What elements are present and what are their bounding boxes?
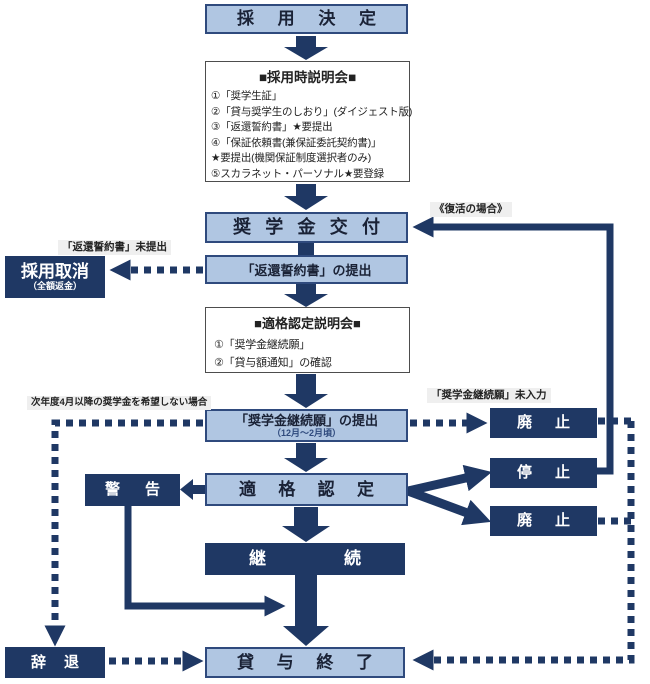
arrow-keizoku-to-taiyoshuryo	[283, 575, 329, 646]
arrow-tekikaku-to-haishi2	[406, 486, 492, 526]
arrow-tekikaku-to-keikoku	[180, 479, 206, 500]
box-saiyo-kettei-label: 採用決定	[237, 9, 376, 28]
box-shogakukin-kofu: 奨学金交付	[205, 212, 408, 243]
box-saiyo-torikeshi-sub: （全額返金）	[27, 281, 82, 291]
box-keizoku-label: 継続	[249, 549, 361, 568]
box-tekikaku-nintei: 適格認定	[205, 473, 408, 506]
box-taiyo-shuryo-label: 貸与終了	[237, 653, 373, 672]
setsumeikai1-item: ④「保証依頼書(兼保証委託契約書)」	[211, 136, 382, 149]
box-saiyo-kettei: 採用決定	[205, 4, 408, 34]
setsumeikai1-item: ★要提出(機関保証制度選択者のみ)	[211, 152, 372, 164]
box-shogakukin-kofu-label: 奨学金交付	[233, 217, 380, 237]
arrow-kettei-to-setsumeikai1	[284, 36, 328, 60]
setsumeikai2-item: ②「貸与額通知」の確認	[214, 357, 332, 369]
box-keizokugan-teishutsu-label: 「奨学金継続願」の提出	[234, 412, 378, 428]
box-seiyakusho-teishutsu-label: 「返還誓約書」の提出	[241, 263, 372, 278]
box-jitai: 辞退	[5, 647, 105, 678]
arrow-tekikaku-to-keizoku	[282, 507, 330, 542]
connector-kofu-to-seiyakusho	[298, 243, 314, 256]
box-taiyo-shuryo: 貸与終了	[205, 647, 405, 678]
box-haishi-2-label: 廃止	[517, 512, 570, 529]
setsumeikai1-item: ①「奨学生証」	[211, 90, 283, 102]
box-keikoku-label: 警告	[105, 481, 160, 498]
label-jinendo-kibou-shinai: 次年度4月以降の奨学金を希望しない場合	[27, 396, 212, 410]
setsumeikai1-item: ⑤スカラネット・パーソナル★要登録	[211, 167, 384, 180]
arrow-keizokugan-to-tekikaku	[284, 443, 328, 472]
box-keizokugan-teishutsu-sub: （12月～2月頃）	[271, 427, 342, 438]
label-fukkatsu-no-baai: 《復活の場合》	[430, 202, 512, 218]
box-haishi-1: 廃止	[490, 408, 597, 438]
setsumeikai2-item: ①「奨学金継続願」	[214, 339, 311, 351]
box-haishi-2: 廃止	[490, 506, 597, 536]
setsumeikai1-item: ②「貸与奨学生のしおり」(ダイジェスト版)	[211, 105, 413, 118]
box-keizoku: 継続	[205, 543, 405, 575]
arrow-setsumeikai1-to-kofu	[284, 184, 328, 210]
box-saiyo-torikeshi: 採用取消 （全額返金）	[5, 256, 105, 298]
box-saiyoji-setsumeikai: ■採用時説明会■ ①「奨学生証」 ②「貸与奨学生のしおり」(ダイジェスト版) ③…	[205, 61, 413, 182]
box-tekikaku-nintei-label: 適格認定	[239, 480, 374, 499]
dotted-right-rail-to-taiyoshuryo	[412, 421, 635, 671]
box-tekikaku-setsumeikai: ■適格認定説明会■ ①「奨学金継続願」 ②「貸与額通知」の確認	[205, 307, 410, 373]
dotted-left-rail-to-jitai	[44, 419, 203, 647]
box-jitai-label: 辞退	[31, 654, 79, 671]
box-keikoku: 警告	[85, 474, 180, 506]
box-haishi-1-label: 廃止	[517, 414, 570, 431]
arrow-teishi-to-kofu-revival	[412, 216, 614, 475]
box-seiyakusho-teishutsu: 「返還誓約書」の提出	[205, 255, 408, 284]
box-keizokugan-teishutsu: 「奨学金継続願」の提出 （12月～2月頃）	[205, 409, 408, 442]
setsumeikai1-title: ■採用時説明会■	[258, 70, 357, 85]
arrow-setsumeikai2-to-keizokugan	[284, 374, 328, 408]
setsumeikai2-title: ■適格認定説明会■	[254, 316, 361, 331]
arrow-seiyakusho-to-setsumeikai2	[284, 284, 328, 307]
label-seiyakusho-miteishutsu: 「返還誓約書」未提出	[58, 240, 171, 256]
box-teishi: 停止	[490, 458, 597, 488]
arrow-keikoku-to-merge	[124, 506, 286, 617]
arrow-tekikaku-to-teishi	[407, 464, 492, 496]
box-saiyo-torikeshi-label: 採用取消	[21, 262, 89, 281]
label-keizokugan-minyuryoku: 「奨学金継続願」未入力	[427, 388, 551, 404]
box-teishi-label: 停止	[517, 464, 570, 481]
setsumeikai1-item: ③「返還誓約書」★要提出	[211, 121, 333, 133]
